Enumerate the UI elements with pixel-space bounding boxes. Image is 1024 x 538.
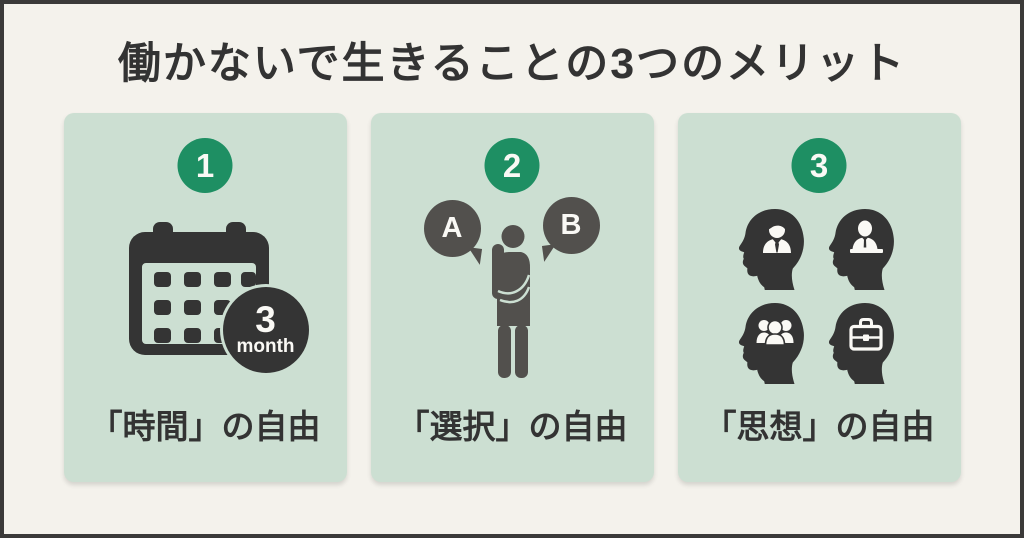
three-month-badge-value: 3 <box>255 298 276 340</box>
thinking-person-icon <box>491 225 530 378</box>
page-title: 働かないで生きることの3つのメリット <box>117 40 907 88</box>
card-choice-label: 「選択」の自由 <box>396 408 628 445</box>
number-badge-1-text: 1 <box>195 146 215 184</box>
speech-bubble-a: A <box>423 200 481 257</box>
card-thought-freedom: 3 <box>677 113 961 482</box>
number-badge-1: 1 <box>177 138 233 193</box>
three-month-badge-unit: month <box>236 336 295 358</box>
card-time-label: 「時間」の自由 <box>89 408 321 445</box>
number-badge-2: 2 <box>484 138 540 193</box>
speech-bubble-b-text: B <box>560 209 582 241</box>
head-people-group-icon <box>738 303 804 384</box>
calendar-icon <box>128 222 269 355</box>
speech-bubble-a-text: A <box>441 212 463 244</box>
number-badge-2-text: 2 <box>502 146 522 184</box>
number-badge-3: 3 <box>791 138 847 193</box>
head-desk-worker-icon <box>828 209 894 290</box>
number-badge-3-text: 3 <box>809 146 829 184</box>
three-month-badge: 3 month <box>222 287 309 373</box>
speech-bubble-b: B <box>542 197 600 254</box>
head-businessman-icon <box>738 209 804 290</box>
card-thought-label: 「思想」の自由 <box>703 408 935 445</box>
card-choice-freedom: 2 A B 「選択」の自由 <box>370 113 654 482</box>
card-time-freedom: 1 <box>63 113 347 482</box>
head-briefcase-icon <box>828 303 894 384</box>
cards-row: 1 <box>4 113 1020 482</box>
